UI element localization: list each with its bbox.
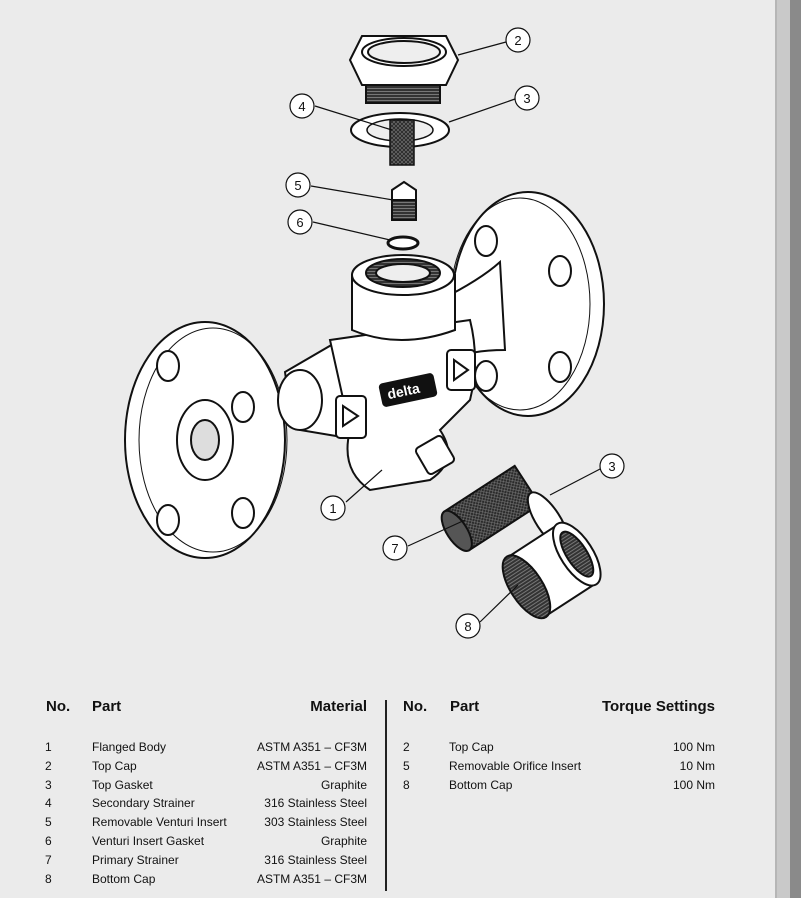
- col-header-no: No.: [46, 698, 71, 715]
- cell-no: 7: [45, 852, 52, 867]
- cell-torque: 10 Nm: [679, 758, 715, 773]
- col-header-material: Material: [310, 698, 367, 715]
- cell-no: 2: [403, 740, 410, 754]
- cell-torque: 100 Nm: [672, 740, 715, 754]
- callout-label: 6: [296, 215, 303, 230]
- cell-material: ASTM A351 – CF3M: [256, 871, 367, 886]
- cell-no: 8: [45, 871, 52, 886]
- callout-label: 3: [608, 459, 615, 474]
- leader-lines: [310, 41, 603, 623]
- venturi-insert-gasket: [386, 235, 420, 251]
- callout-5: 5: [285, 172, 311, 198]
- callout-4: 4: [289, 93, 315, 119]
- cell-no: 4: [45, 796, 52, 811]
- cell-no: 6: [45, 834, 52, 848]
- cell-material: 303 Stainless Steel: [264, 815, 367, 830]
- cell-part: Removable Venturi Insert: [92, 815, 227, 830]
- cell-part: Secondary Strainer: [92, 796, 195, 811]
- callout-label: 1: [329, 501, 336, 516]
- cell-material: 316 Stainless Steel: [264, 796, 367, 811]
- callout-6: 6: [287, 209, 313, 235]
- cell-no: 5: [403, 758, 410, 773]
- col-header-part: Part: [92, 698, 122, 715]
- exploded-valve-diagram: delta: [124, 27, 625, 639]
- callout-2: 2: [505, 27, 531, 53]
- cell-material: ASTM A351 – CF3M: [256, 740, 367, 754]
- callout-label: 4: [298, 99, 305, 114]
- panel-shadow: [790, 0, 801, 898]
- cell-material: ASTM A351 – CF3M: [256, 758, 367, 773]
- top-cap: [348, 35, 460, 104]
- delta-logo: delta: [378, 373, 438, 407]
- callout-label: 3: [523, 91, 530, 106]
- cell-material: Graphite: [320, 834, 367, 848]
- secondary-strainer: [389, 119, 415, 166]
- cell-part: Top Cap: [92, 758, 137, 773]
- cell-material: Graphite: [320, 777, 367, 792]
- callout-label: 5: [294, 178, 301, 193]
- cell-part: Primary Strainer: [92, 852, 179, 867]
- cell-torque: 100 Nm: [672, 777, 715, 792]
- venturi-insert: [391, 180, 417, 221]
- flanged-body: [328, 254, 476, 492]
- callout-3-top: 3: [514, 85, 540, 111]
- cell-no: 3: [45, 777, 52, 792]
- col-header-torque: Torque Settings: [601, 698, 715, 715]
- cell-part: Bottom Cap: [449, 777, 513, 792]
- callout-label: 2: [514, 33, 521, 48]
- cell-part: Top Cap: [449, 740, 494, 754]
- callout-label: 8: [464, 619, 471, 634]
- cell-part: Bottom Cap: [92, 871, 156, 886]
- cell-part: Top Gasket: [92, 777, 153, 792]
- cell-no: 5: [45, 815, 52, 830]
- callout-7: 7: [382, 535, 408, 561]
- primary-strainer: [440, 464, 542, 552]
- cell-part: Flanged Body: [92, 740, 167, 754]
- cell-part: Removable Orifice Insert: [449, 758, 582, 773]
- table-divider: [385, 700, 387, 891]
- cell-material: 316 Stainless Steel: [264, 852, 367, 867]
- callout-label: 7: [391, 541, 398, 556]
- cell-no: 1: [45, 740, 52, 754]
- callout-1: 1: [320, 495, 346, 521]
- cell-no: 8: [403, 777, 410, 792]
- left-flange: [124, 321, 288, 559]
- callout-8: 8: [455, 613, 481, 639]
- panel-edge: [775, 0, 777, 898]
- right-flange: [449, 191, 605, 417]
- cell-no: 2: [45, 758, 52, 773]
- callout-3-bottom: 3: [599, 453, 625, 479]
- cell-part: Venturi Insert Gasket: [92, 834, 205, 848]
- col-header-part: Part: [450, 698, 480, 715]
- col-header-no: No.: [403, 698, 428, 715]
- bottom-cap: [501, 521, 602, 620]
- logo-text: delta: [386, 380, 421, 402]
